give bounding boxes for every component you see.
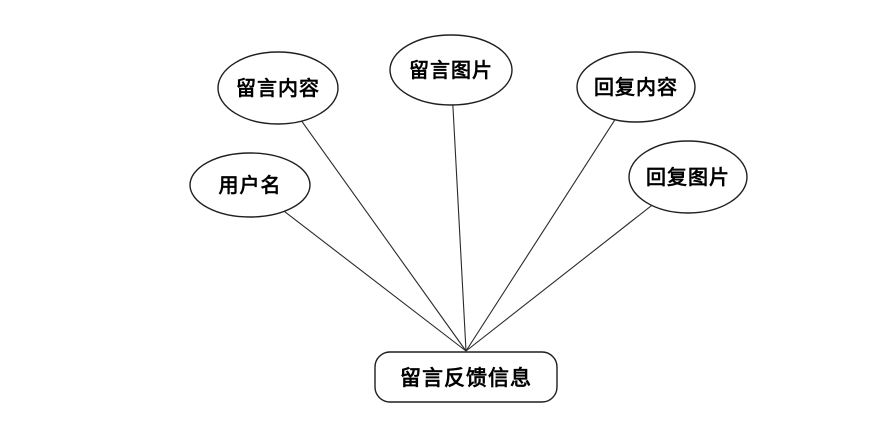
attribute-ellipse xyxy=(389,34,513,106)
connector-line-message-content xyxy=(277,87,467,352)
connector-line-reply-content xyxy=(465,86,637,352)
connector-lines xyxy=(249,69,689,352)
attribute-ellipse xyxy=(217,51,339,125)
attribute-label: 用户名 xyxy=(219,173,282,197)
attribute-node-message-image: 留言图片 xyxy=(389,34,513,106)
attribute-ellipse xyxy=(576,51,696,123)
attribute-node-message-content: 留言内容 xyxy=(217,51,339,125)
attribute-label: 留言内容 xyxy=(236,76,320,100)
connector-line-message-image xyxy=(450,69,467,352)
connector-line-username xyxy=(249,184,467,352)
entity-label: 留言反馈信息 xyxy=(400,366,532,390)
entity-rounded-rect xyxy=(374,351,558,403)
attribute-node-username: 用户名 xyxy=(189,152,311,218)
attribute-label: 回复图片 xyxy=(646,165,730,189)
attribute-node-reply-image: 回复图片 xyxy=(628,140,748,214)
attribute-label: 回复内容 xyxy=(594,75,678,99)
connector-line-reply-image xyxy=(465,176,689,352)
attribute-node-reply-content: 回复内容 xyxy=(576,51,696,123)
attribute-label: 留言图片 xyxy=(409,58,493,82)
attribute-ellipse xyxy=(189,152,311,218)
entity-node-feedback-info: 留言反馈信息 xyxy=(374,351,558,403)
attribute-ellipse xyxy=(628,140,748,214)
